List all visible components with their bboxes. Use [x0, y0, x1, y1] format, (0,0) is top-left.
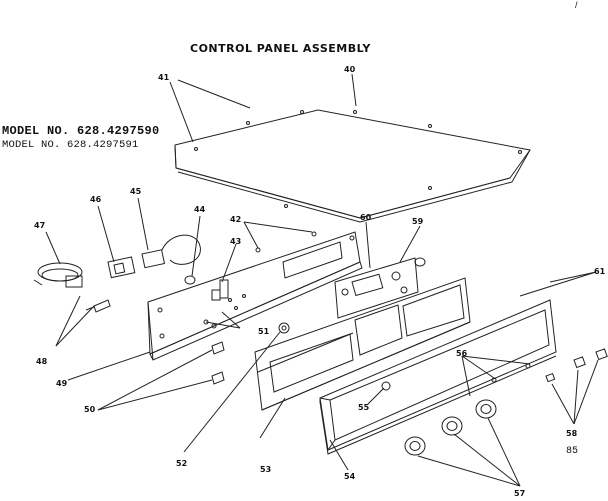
- diagram-title: CONTROL PANEL ASSEMBLY: [190, 42, 371, 55]
- part-52-knob: [278, 322, 290, 334]
- model-number-secondary: MODEL NO. 628.4297591: [2, 139, 139, 151]
- part-44-lamp: [184, 275, 196, 285]
- callout-49: 49: [56, 379, 68, 388]
- callout-45: 45: [130, 187, 142, 196]
- callout-43: 43: [230, 237, 241, 246]
- callout-40: 40: [344, 65, 356, 74]
- part-46-switch: [107, 256, 136, 279]
- callout-61: 61: [594, 267, 606, 276]
- callout-60: 60: [360, 213, 372, 222]
- callout-42: 42: [230, 215, 241, 224]
- callout-51: 51: [258, 327, 270, 336]
- callout-46: 46: [90, 195, 102, 204]
- callout-44: 44: [194, 205, 206, 214]
- model-number-primary: MODEL NO. 628.4297590: [2, 124, 160, 138]
- part-58-studs: [545, 348, 608, 383]
- leader-lines: [45, 73, 599, 487]
- callout-53: 53: [260, 465, 271, 474]
- part-45-sensor: [141, 234, 201, 269]
- part-40-top-cover: [174, 109, 531, 223]
- corner-mark: /: [575, 0, 578, 10]
- part-54-front-frame: [319, 299, 557, 451]
- part-60-control-board: [334, 257, 419, 319]
- callout-48: 48: [36, 357, 48, 366]
- callout-55: 55: [358, 403, 370, 412]
- part-55-button: [381, 381, 391, 391]
- part-47-wire-harness: [33, 262, 83, 288]
- part-61-trim-rail: [319, 355, 557, 455]
- callout-59: 59: [412, 217, 424, 226]
- callout-56: 56: [456, 349, 468, 358]
- page-number: 85: [566, 446, 579, 457]
- part-43-bracket: [219, 279, 229, 299]
- part-57-knobs: [404, 399, 497, 456]
- part-59-bulb: [414, 257, 426, 267]
- callout-54: 54: [344, 472, 356, 481]
- callout-52: 52: [176, 459, 187, 468]
- callout-41: 41: [158, 73, 170, 82]
- part-50-lamps: [211, 341, 225, 385]
- callout-47: 47: [34, 221, 45, 230]
- callout-58: 58: [566, 429, 578, 438]
- part-53-front-overlay: [254, 277, 471, 411]
- callout-57: 57: [514, 489, 525, 498]
- callout-labels: 40 41 42 43 44 45 46 47 48 49 50 51 52 5…: [34, 65, 606, 498]
- callout-50: 50: [84, 405, 96, 414]
- part-49-back-panel: [147, 231, 363, 361]
